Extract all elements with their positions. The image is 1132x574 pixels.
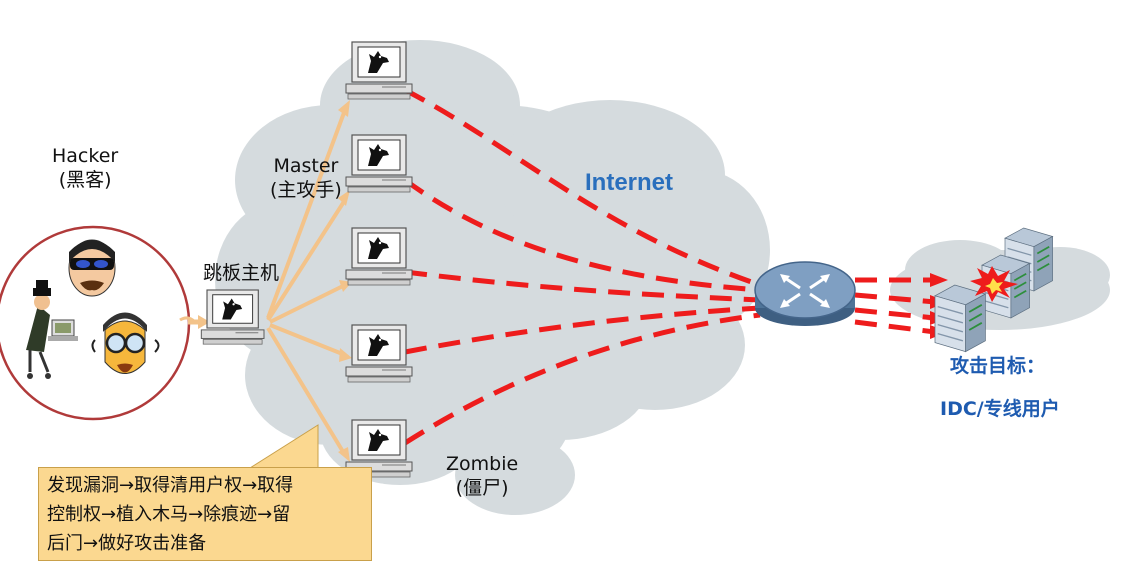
target-sublabel: IDC/专线用户: [940, 398, 1060, 420]
internet-label: Internet: [585, 169, 674, 196]
command-arrows: [266, 100, 352, 462]
server-rack-icon: [934, 284, 987, 353]
router-icon: [754, 261, 856, 326]
horse-computer-icon: [345, 227, 413, 286]
hacker-to-jump-arrow: [188, 315, 210, 329]
horse-computer-icon: [345, 324, 413, 383]
hacker-face-icon: [68, 239, 116, 297]
jump-host-label: 跳板主机: [203, 262, 280, 284]
target-servers: [934, 227, 1054, 353]
master-computer-3: [345, 227, 413, 286]
spectacles-face-icon: [91, 312, 160, 374]
horse-computer-icon: [200, 289, 265, 345]
attack-lines: [403, 87, 936, 446]
attack-steps-callout: 发现漏洞→取得清用户权→取得 控制权→植入木马→除痕迹→留 后门→做好攻击准备: [38, 467, 372, 561]
master-computer-1: [345, 41, 413, 100]
master-computer-4: [345, 324, 413, 383]
zombie-label: Zombie (僵尸): [446, 453, 519, 499]
horse-computer-icon: [345, 41, 413, 100]
hacker-label: Hacker (黑客): [52, 145, 119, 191]
seated-hacker-icon: [26, 280, 78, 379]
internet-cloud: [215, 40, 770, 515]
explosion-icon: [970, 266, 1018, 302]
horse-computer-icon: [345, 134, 413, 193]
master-computer-2: [345, 134, 413, 193]
master-label: Master (主攻手): [270, 155, 342, 201]
target-label: 攻击目标：: [950, 355, 1046, 377]
jump-host-computer: [200, 289, 265, 345]
hacker-group: [0, 225, 197, 421]
